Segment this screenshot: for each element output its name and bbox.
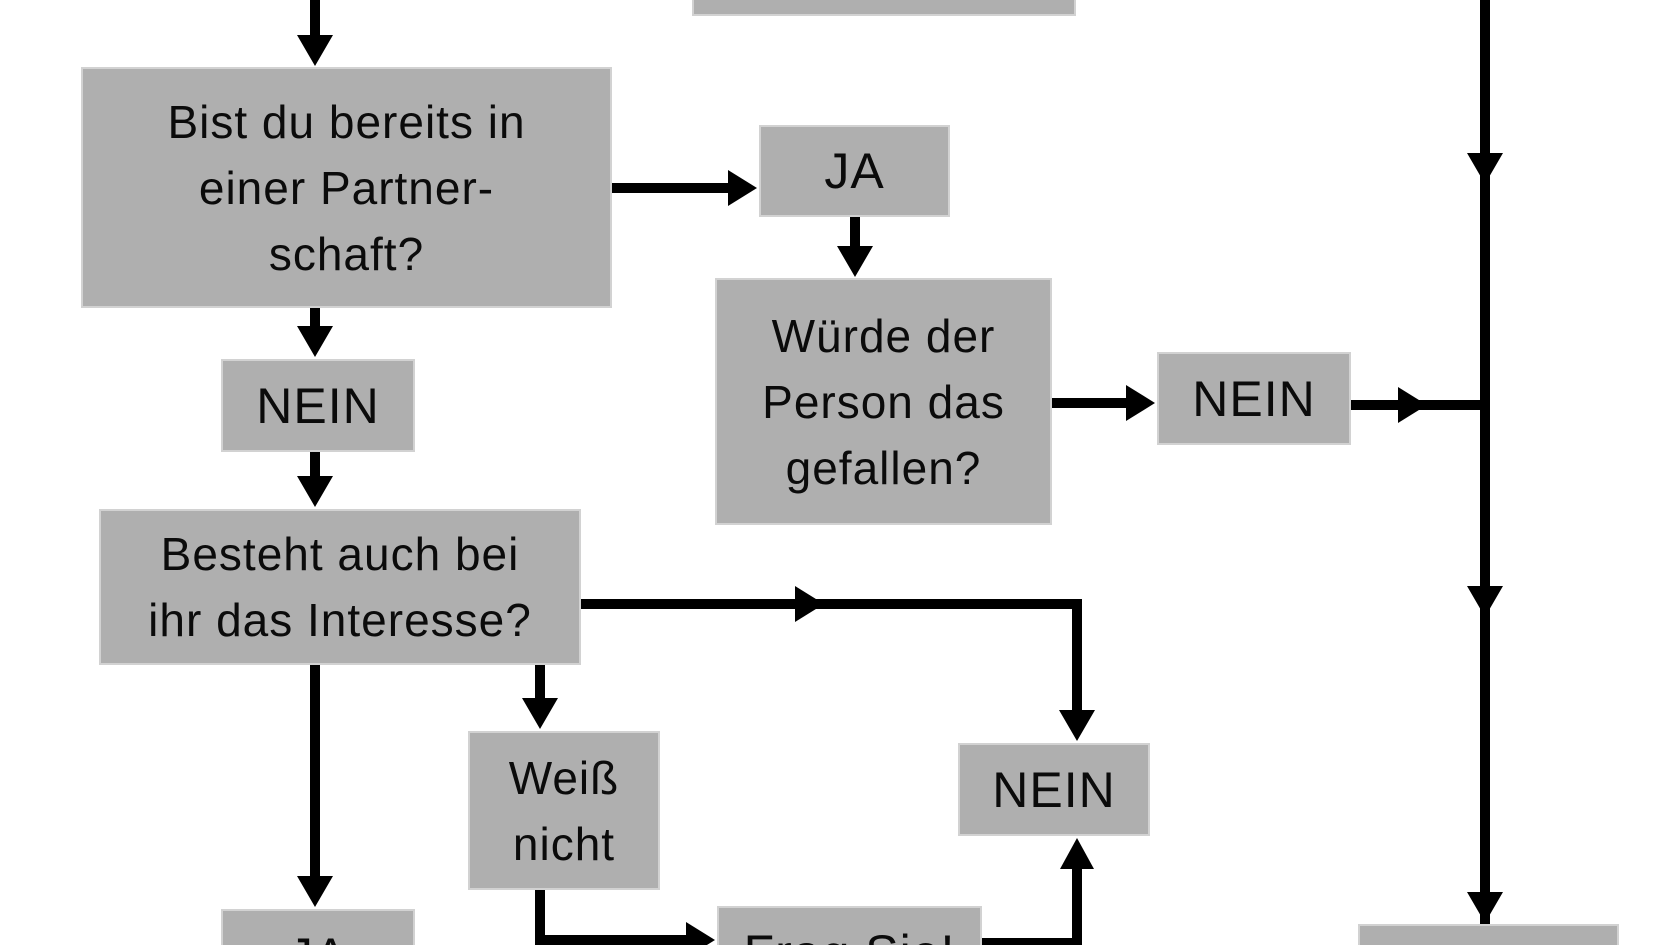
node-question-partnerschaft-line: schaft? xyxy=(268,227,425,280)
arrowhead-besteht-to-weiss-icon xyxy=(522,698,558,729)
node-answer-nein-mid: NEIN xyxy=(958,743,1150,836)
connector-weiss-to-frag-h xyxy=(535,935,690,945)
arrowhead-wuerde-to-nein-icon xyxy=(1126,385,1155,421)
connector-frag-to-neinmid-v xyxy=(1072,868,1082,945)
arrowhead-weiss-to-frag-icon xyxy=(686,922,715,945)
arrowhead-frag-to-neinmid-icon xyxy=(1060,838,1094,869)
connector-bist-to-nein xyxy=(310,308,320,330)
arrowhead-besteht-to-neinmid-icon xyxy=(795,586,824,622)
connector-bist-to-ja xyxy=(612,183,732,193)
arrowhead-main-vertical-2-icon xyxy=(1467,586,1503,617)
node-question-interesse-line: ihr das Interesse? xyxy=(148,594,532,646)
connector-besteht-to-weiss xyxy=(535,665,545,700)
node-question-partnerschaft: Bist du bereits in einer Partner- schaft… xyxy=(81,67,612,308)
node-bottom-right-partial xyxy=(1358,924,1619,945)
node-question-interesse-line: Besteht auch bei xyxy=(160,528,520,580)
node-question-gefallen-line: Person das xyxy=(762,375,1005,428)
node-answer-ja-top: JA xyxy=(759,125,950,217)
connector-besteht-to-neinmid-h xyxy=(581,599,1082,609)
node-question-partnerschaft-line: Bist du bereits in xyxy=(167,95,526,148)
arrowhead-nein-to-mainline-icon xyxy=(1398,387,1427,423)
arrowhead-top-entry-icon xyxy=(297,35,333,66)
node-answer-weiss-nicht: Weiß nicht xyxy=(468,731,660,890)
node-question-gefallen-line: gefallen? xyxy=(785,441,982,494)
node-top-partial xyxy=(692,0,1076,16)
node-action-frag-sie: Frag Sie! xyxy=(717,906,982,945)
node-answer-weiss-nicht-line: Weiß xyxy=(508,751,620,804)
connector-besteht-to-neinmid-v xyxy=(1072,599,1082,713)
connector-main-vertical xyxy=(1480,0,1490,924)
arrowhead-bist-to-nein-icon xyxy=(297,326,333,357)
arrowhead-besteht-to-ja-icon xyxy=(297,876,333,907)
node-answer-weiss-nicht-line: nicht xyxy=(512,817,616,870)
connector-besteht-to-ja xyxy=(310,665,320,878)
node-question-gefallen: Würde der Person das gefallen? xyxy=(715,278,1052,525)
node-answer-ja-bottom: JA xyxy=(221,909,415,945)
node-question-interesse: Besteht auch bei ihr das Interesse? xyxy=(99,509,581,665)
node-question-gefallen-line: Würde der xyxy=(771,309,996,362)
connector-frag-to-neinmid-h xyxy=(982,938,1082,945)
connector-wuerde-to-nein xyxy=(1052,398,1130,408)
arrowhead-ja-to-wuerde-icon xyxy=(837,246,873,277)
connector-weiss-to-frag-v xyxy=(535,890,545,940)
node-answer-nein-right: NEIN xyxy=(1157,352,1351,445)
arrowhead-nein-to-besteht-icon xyxy=(297,476,333,507)
connector-ja-to-wuerde xyxy=(850,217,860,248)
arrowhead-main-vertical-1-icon xyxy=(1467,153,1503,184)
arrowhead-neinmid-entry-icon xyxy=(1059,710,1095,741)
arrowhead-main-vertical-3-icon xyxy=(1467,892,1503,923)
node-question-partnerschaft-line: einer Partner- xyxy=(198,161,495,214)
connector-top-entry xyxy=(310,0,320,36)
arrowhead-bist-to-ja-icon xyxy=(728,170,757,206)
connector-nein-to-besteht xyxy=(310,452,320,478)
node-answer-nein-left: NEIN xyxy=(221,359,415,452)
